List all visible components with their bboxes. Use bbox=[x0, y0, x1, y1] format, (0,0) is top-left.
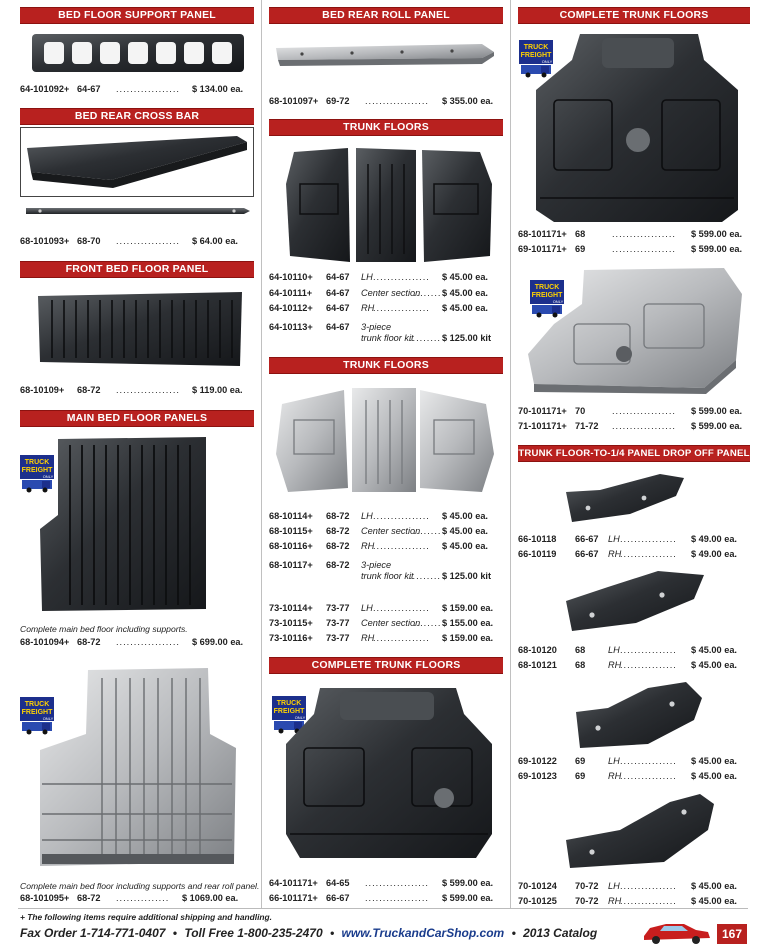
svg-text:TRUCK: TRUCK bbox=[25, 459, 50, 466]
section-header-complete-trunk-floors-right: COMPLETE TRUNK FLOORS bbox=[518, 7, 750, 24]
footer-shipping-note: + The following items require additional… bbox=[20, 912, 272, 922]
svg-text:ONLY: ONLY bbox=[295, 715, 306, 720]
car-icon bbox=[644, 924, 710, 944]
bed-rear-cross-bar-image bbox=[27, 136, 247, 188]
truck-freight-badge-3: TRUCK FREIGHT ONLY bbox=[272, 696, 306, 734]
main-bed-floor-panel-image bbox=[40, 437, 206, 611]
truck-freight-badge-2: TRUCK FREIGHT ONLY bbox=[20, 697, 54, 735]
trunk-floors-64-67-image bbox=[286, 148, 492, 262]
front-bed-floor-panel-image bbox=[38, 292, 242, 366]
cross-bar-inset-frame bbox=[20, 127, 254, 197]
svg-text:FREIGHT: FREIGHT bbox=[22, 709, 53, 716]
complete-trunk-floor-70-72-image bbox=[528, 268, 742, 394]
truck-freight-badge-5: TRUCK FREIGHT ONLY bbox=[530, 280, 564, 318]
section-header-bed-floor-support: BED FLOOR SUPPORT PANEL bbox=[20, 7, 254, 24]
section-header-front-bed-floor: FRONT BED FLOOR PANEL bbox=[20, 261, 254, 278]
section-header-main-bed-floor: MAIN BED FLOOR PANELS bbox=[20, 410, 254, 427]
fax-order: Fax Order 1-714-771-0407 bbox=[20, 926, 166, 940]
complete-trunk-floor-64-67-image bbox=[286, 688, 492, 858]
svg-text:ONLY: ONLY bbox=[43, 716, 54, 721]
svg-text:FREIGHT: FREIGHT bbox=[532, 292, 563, 299]
page-number: 167 bbox=[717, 924, 747, 944]
column-divider-2 bbox=[510, 0, 511, 908]
footer-contact-line: Fax Order 1-714-771-0407 • Toll Free 1-8… bbox=[20, 926, 598, 940]
bed-rear-roll-panel-image bbox=[276, 44, 494, 66]
svg-text:TRUCK: TRUCK bbox=[535, 284, 560, 291]
section-header-bed-rear-roll: BED REAR ROLL PANEL bbox=[269, 7, 503, 24]
section-header-bed-rear-cross-bar: BED REAR CROSS BAR bbox=[20, 108, 254, 125]
truck-freight-badge-1: TRUCK FREIGHT ONLY bbox=[20, 455, 54, 493]
main-bed-floor-roll-note: Complete main bed floor including suppor… bbox=[20, 881, 260, 891]
svg-text:ONLY: ONLY bbox=[542, 59, 553, 64]
section-header-complete-trunk-floors-mid: COMPLETE TRUNK FLOORS bbox=[269, 657, 503, 674]
cross-bar-side-image bbox=[26, 208, 250, 214]
section-header-drop-off-panel: TRUNK FLOOR-TO-1/4 PANEL DROP OFF PANEL bbox=[518, 445, 750, 462]
svg-text:FREIGHT: FREIGHT bbox=[521, 52, 552, 59]
drop-off-panel-69-image bbox=[576, 682, 702, 748]
svg-text:ONLY: ONLY bbox=[553, 299, 564, 304]
svg-text:TRUCK: TRUCK bbox=[25, 701, 50, 708]
section-header-trunk-floors-1: TRUNK FLOORS bbox=[269, 119, 503, 136]
footer-rule bbox=[18, 908, 748, 909]
column-divider-1 bbox=[261, 0, 262, 908]
svg-text:ONLY: ONLY bbox=[43, 474, 54, 479]
drop-off-panel-68-image bbox=[566, 571, 704, 631]
main-bed-floor-with-roll-image bbox=[40, 668, 236, 866]
truck-freight-badge-4: TRUCK FREIGHT ONLY bbox=[519, 40, 553, 78]
website-link[interactable]: www.TruckandCarShop.com bbox=[341, 926, 505, 940]
catalog-year: 2013 Catalog bbox=[523, 926, 598, 940]
svg-text:TRUCK: TRUCK bbox=[524, 44, 549, 51]
svg-text:FREIGHT: FREIGHT bbox=[22, 467, 53, 474]
drop-off-panel-70-72-image bbox=[566, 794, 714, 868]
main-bed-floor-note: Complete main bed floor including suppor… bbox=[20, 624, 188, 634]
svg-text:TRUCK: TRUCK bbox=[277, 700, 302, 707]
section-header-trunk-floors-2: TRUNK FLOORS bbox=[269, 357, 503, 374]
svg-text:FREIGHT: FREIGHT bbox=[274, 708, 305, 715]
bed-floor-support-panel-image bbox=[32, 34, 244, 72]
toll-free: Toll Free 1-800-235-2470 bbox=[184, 926, 323, 940]
drop-off-panel-66-67-image bbox=[566, 474, 684, 522]
trunk-floors-68-72-image bbox=[276, 388, 494, 492]
complete-trunk-floor-68-69-image bbox=[536, 34, 738, 222]
